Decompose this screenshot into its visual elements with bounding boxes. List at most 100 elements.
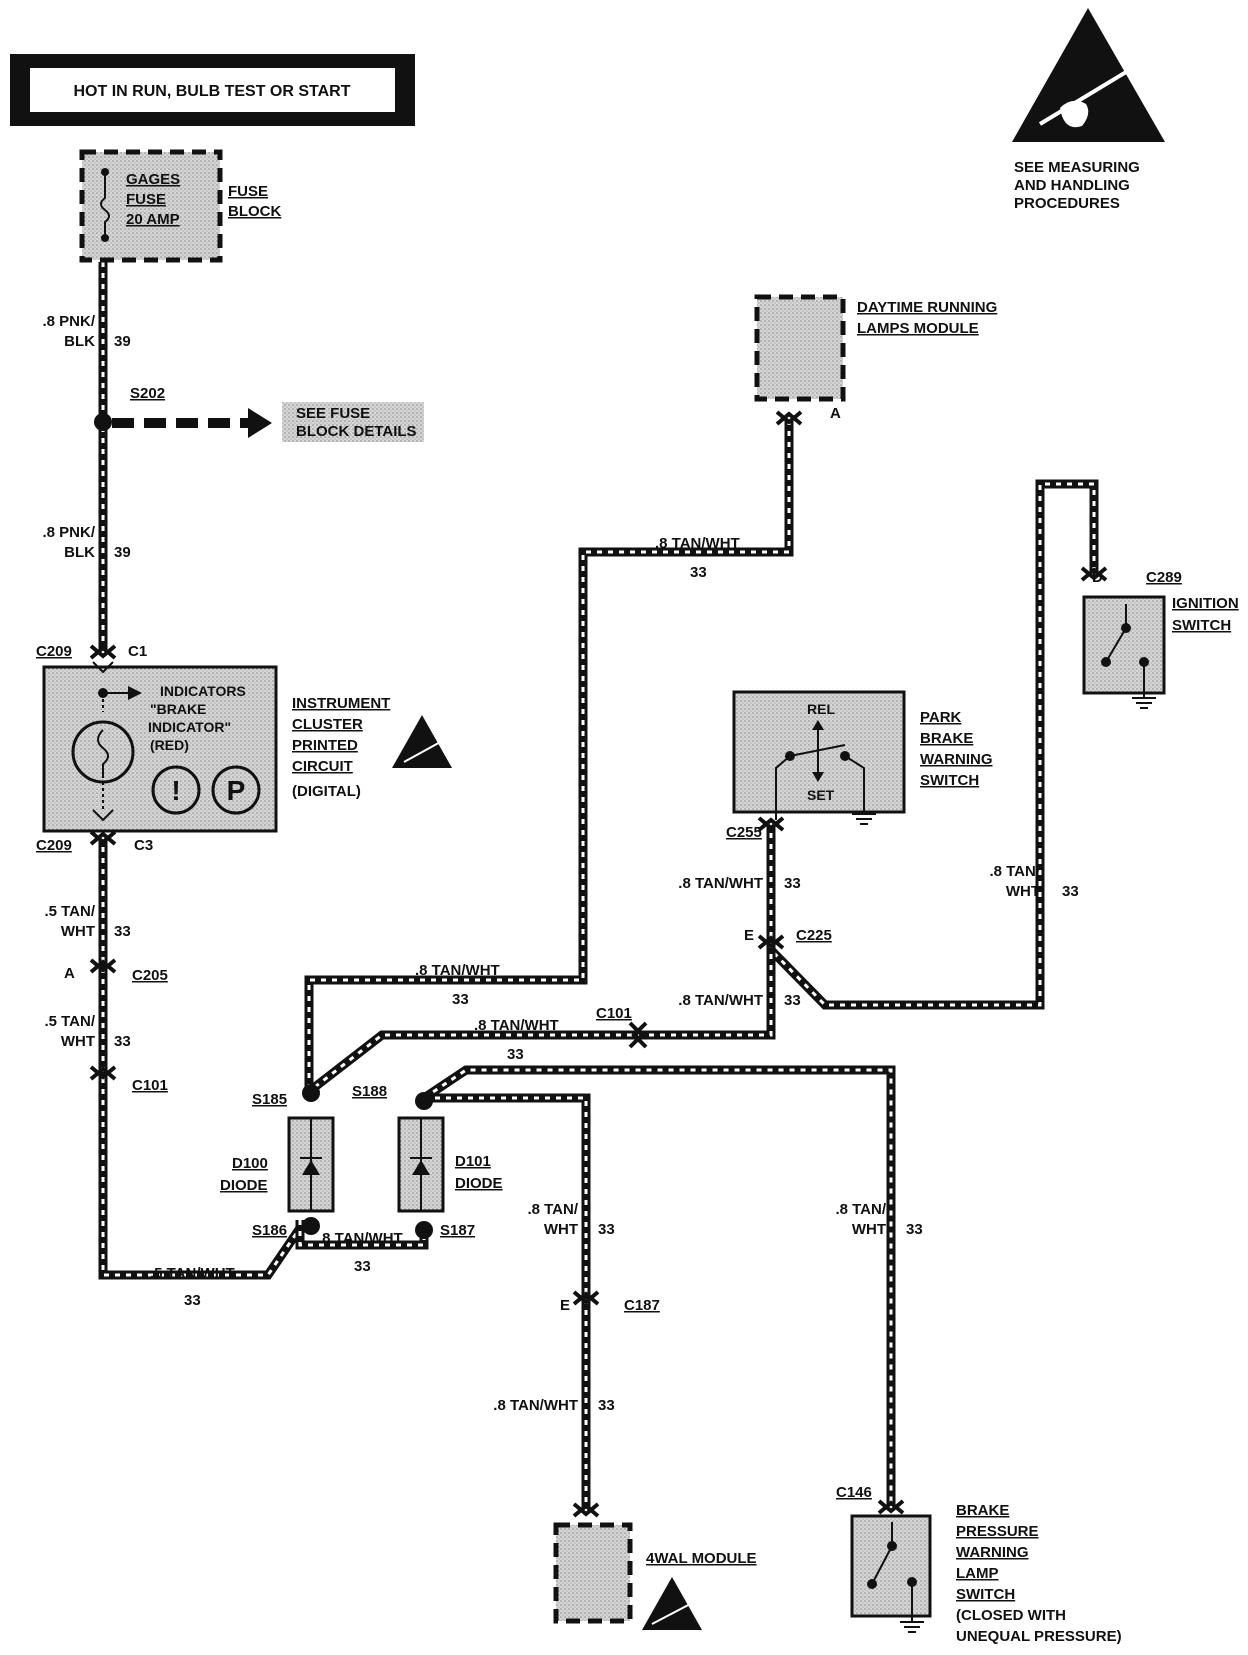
park-brake-name-line2: BRAKE <box>920 730 973 747</box>
cluster-pin-top: C1 <box>128 643 147 660</box>
connector-chevron-icon <box>89 830 117 846</box>
wire-segment <box>310 822 773 1092</box>
ignition-switch <box>1082 595 1166 695</box>
parking-symbol: P <box>227 775 246 806</box>
wire-label: WHT <box>61 923 95 940</box>
arrow-up-icon <box>812 720 824 730</box>
connector-chevron-icon <box>572 1290 600 1306</box>
cluster-name-line5: (DIGITAL) <box>292 783 361 800</box>
wire-label: .8 PNK/ <box>42 313 95 330</box>
switch-contact-icon <box>867 1522 917 1612</box>
brake-pressure-name-line2: PRESSURE <box>956 1523 1039 1540</box>
c187-pin: E <box>560 1297 570 1314</box>
wire-label: .8 TAN/WHT <box>474 1017 559 1034</box>
connector-chevron-icon <box>877 1499 905 1515</box>
wire-label: .8 TAN/WHT <box>678 992 763 1009</box>
esd-warning-icon <box>642 1577 702 1630</box>
wire-segment <box>304 420 794 1090</box>
splice-s188-label: S188 <box>352 1083 387 1100</box>
diode-d101 <box>397 1116 445 1213</box>
diode-d101-type: DIODE <box>455 1175 503 1192</box>
connector-chevron-icon <box>89 644 117 660</box>
circuit-number: 33 <box>507 1046 524 1063</box>
circuit-number: 33 <box>184 1292 201 1309</box>
wire-label: WHT <box>1006 883 1040 900</box>
wire-label: .5 TAN/ <box>44 903 95 920</box>
circuit-number: 33 <box>906 1221 923 1238</box>
connector-chevron-icon <box>572 1502 600 1518</box>
connector-chevron-icon <box>757 816 785 832</box>
wire-label: .8 TAN/ <box>835 1201 886 1218</box>
wire-label: .8 TAN/ <box>527 1201 578 1218</box>
connector-c225: C225 <box>796 927 832 944</box>
esd-notice-line3: PROCEDURES <box>1014 195 1120 212</box>
circuit-number: 33 <box>354 1258 371 1275</box>
park-brake-warning-switch: REL SET <box>732 690 906 820</box>
circuit-number: 33 <box>598 1221 615 1238</box>
fuse-rating: 20 AMP <box>126 211 180 228</box>
connector-chevron-icon <box>89 958 117 974</box>
splice-s188 <box>415 1092 433 1110</box>
connector-chevron-icon <box>775 410 803 426</box>
connector-c205: C205 <box>132 967 168 984</box>
daytime-running-lamps-module <box>754 294 846 402</box>
splice-s202-label: S202 <box>130 385 165 402</box>
drl-pin: A <box>830 405 841 422</box>
ignition-name-line1: IGNITION <box>1172 595 1239 612</box>
esd-warning-icon <box>1012 8 1165 142</box>
circuit-number: 33 <box>598 1397 615 1414</box>
splice-s187-label: S187 <box>440 1222 475 1239</box>
splice-s202 <box>94 413 112 431</box>
brake-pressure-condition-line2: UNEQUAL PRESSURE) <box>956 1628 1122 1645</box>
cluster-name-line3: PRINTED <box>292 737 358 754</box>
cluster-name-line4: CIRCUIT <box>292 758 353 775</box>
wire-label: BLK <box>64 544 95 561</box>
drl-name-line1: DAYTIME RUNNING <box>857 299 997 316</box>
diode-symbol-icon <box>412 1160 430 1175</box>
brake-pressure-condition-line1: (CLOSED WITH <box>956 1607 1066 1624</box>
park-brake-name-line1: PARK <box>920 709 962 726</box>
brake-pressure-name-line1: BRAKE <box>956 1502 1009 1519</box>
circuit-number: 33 <box>690 564 707 581</box>
cluster-pin-bottom: C3 <box>134 837 153 854</box>
wire-segment <box>101 836 302 1277</box>
wire-label: .5 TAN/WHT <box>150 1265 235 1282</box>
wire-label: .8 PNK/ <box>42 524 95 541</box>
park-brake-name-line4: SWITCH <box>920 772 979 789</box>
park-brake-set: SET <box>807 787 835 803</box>
wire-label: .8 TAN/WHT <box>318 1230 403 1247</box>
esd-notice-line2: AND HANDLING <box>1014 177 1130 194</box>
wire-label: WHT <box>61 1033 95 1050</box>
wire-segment <box>767 479 1099 1010</box>
cluster-name-line2: CLUSTER <box>292 716 363 733</box>
park-brake-connector: C255 <box>726 824 762 841</box>
circuit-number: 33 <box>1062 883 1079 900</box>
cluster-connector-bottom: C209 <box>36 837 72 854</box>
brake-warning-symbol-icon <box>151 765 201 815</box>
wire-label: .5 TAN/ <box>44 1013 95 1030</box>
circuit-number: 33 <box>452 991 469 1008</box>
brake-pressure-name-line3: WARNING <box>956 1544 1029 1561</box>
wire-label: .8 TAN/WHT <box>493 1397 578 1414</box>
brake-indicator-color: (RED) <box>150 737 189 753</box>
brake-pressure-name-line4: LAMP <box>956 1565 999 1582</box>
fuse-block-label-line2: BLOCK <box>228 203 281 220</box>
connector-chevron-icon <box>89 1065 117 1081</box>
fuse-name-line2: FUSE <box>126 191 166 208</box>
diode-symbol-icon <box>302 1160 320 1175</box>
arrow-icon <box>128 686 142 700</box>
connector-c146: C146 <box>836 1484 872 1501</box>
wire-segment <box>307 420 791 1090</box>
connector-symbols <box>89 410 1108 1518</box>
switch-contact-icon <box>1101 604 1149 690</box>
fuse-name-line1: GAGES <box>126 171 180 188</box>
splice-s202-ref-line1: SEE FUSE <box>296 405 370 422</box>
wire-label: .8 TAN/WHT <box>678 875 763 892</box>
wire-label: .8 TAN/ <box>989 863 1040 880</box>
circuit-number: 33 <box>114 923 131 940</box>
diode-d100-label: D100 <box>232 1155 268 1172</box>
connector-c101: C101 <box>132 1077 168 1094</box>
connector-c101-mid: C101 <box>596 1005 632 1022</box>
